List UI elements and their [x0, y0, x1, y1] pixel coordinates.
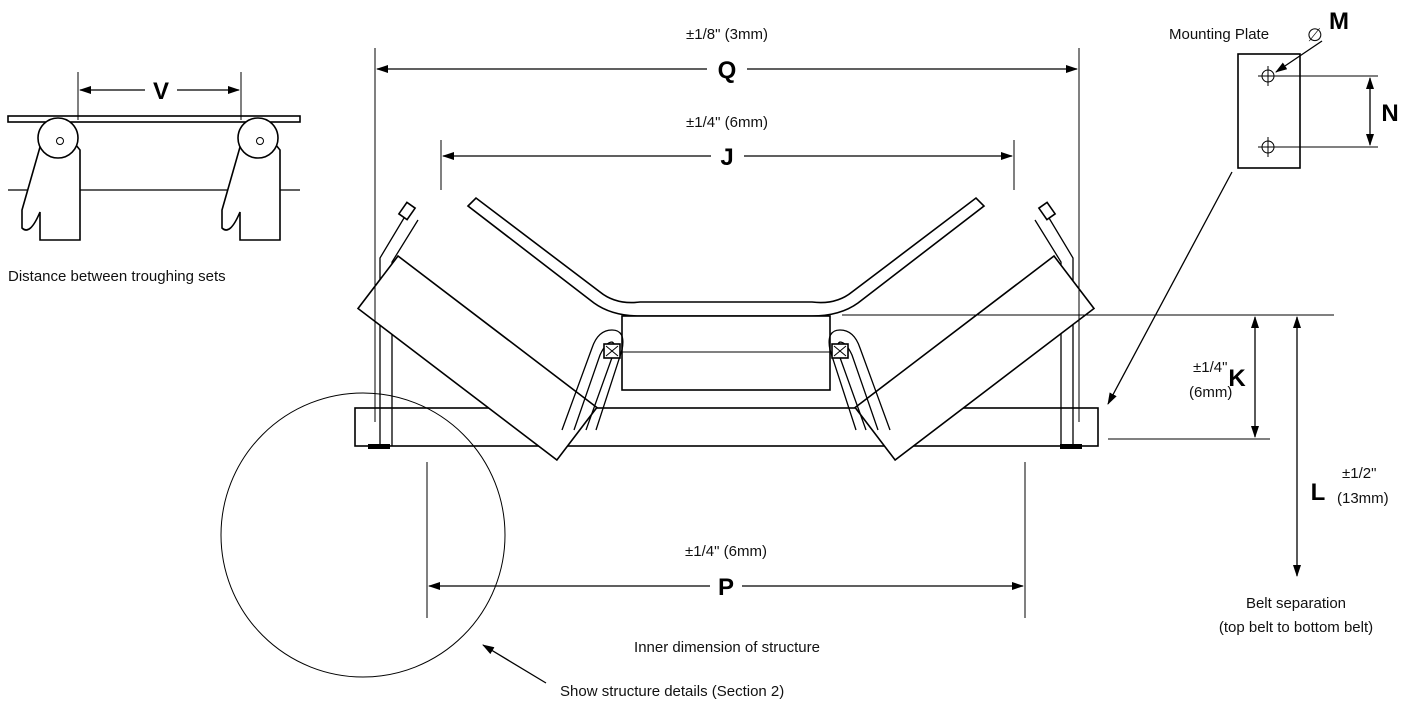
dimension-Q: ±1/8" (3mm) Q	[374, 26, 1080, 422]
label-P: P	[718, 574, 734, 601]
dimension-J: ±1/4" (6mm) J	[440, 114, 1015, 190]
label-N: N	[1381, 100, 1398, 127]
tolerance-K-line2: (6mm)	[1189, 384, 1232, 401]
left-center-bracket	[561, 329, 624, 431]
tolerance-Q: ±1/8" (3mm)	[686, 26, 768, 43]
inset-roller-right	[221, 117, 281, 241]
tolerance-L-line2: (13mm)	[1337, 490, 1389, 507]
dimension-P: ±1/4" (6mm) P Inner dimension of structu…	[426, 462, 1026, 656]
label-J: J	[720, 144, 733, 171]
inset-roller-left	[21, 117, 81, 241]
caption-structure-details: Show structure details (Section 2)	[560, 683, 784, 700]
label-M: M	[1329, 8, 1349, 35]
label-L: L	[1311, 479, 1326, 506]
center-roller	[621, 315, 831, 391]
diameter-symbol: ∅	[1307, 25, 1323, 45]
left-side-bracket	[379, 207, 419, 446]
mounting-plate-detail: Mounting Plate N ∅ M	[1107, 8, 1399, 405]
tolerance-K-line1: ±1/4"	[1193, 359, 1227, 376]
caption-troughing-distance: Distance between troughing sets	[8, 268, 226, 285]
caption-belt-separation-line2: (top belt to bottom belt)	[1219, 619, 1373, 636]
right-center-bracket	[828, 329, 891, 431]
troughing-sets-inset: V Distance between troughing sets	[7, 72, 301, 285]
label-Q: Q	[718, 57, 737, 84]
dimension-K-L: ±1/4" (6mm) K L ±1/2" (13mm) Belt separa…	[842, 314, 1389, 636]
tolerance-J: ±1/4" (6mm)	[686, 114, 768, 131]
right-wing-roller	[854, 254, 1096, 462]
tolerance-P: ±1/4" (6mm)	[685, 543, 767, 560]
idler-frame	[354, 196, 1099, 462]
label-V: V	[153, 78, 169, 105]
detail-circle	[220, 392, 506, 678]
caption-mounting-plate: Mounting Plate	[1169, 26, 1269, 43]
base-plate	[354, 407, 1099, 447]
conveyor-belt	[466, 196, 986, 317]
right-side-bracket	[1034, 207, 1074, 446]
mounting-plate-leader	[1107, 171, 1233, 405]
mounting-plate	[1237, 53, 1301, 169]
right-bolt-head	[1060, 444, 1082, 449]
caption-belt-separation-line1: Belt separation	[1246, 595, 1346, 612]
left-wing-roller	[356, 254, 598, 462]
left-bolt-head	[368, 444, 390, 449]
structure-detail-callout: Show structure details (Section 2)	[220, 392, 784, 700]
caption-inner-dimension: Inner dimension of structure	[634, 639, 820, 656]
label-K: K	[1228, 365, 1246, 392]
tolerance-L-line1: ±1/2"	[1342, 465, 1376, 482]
